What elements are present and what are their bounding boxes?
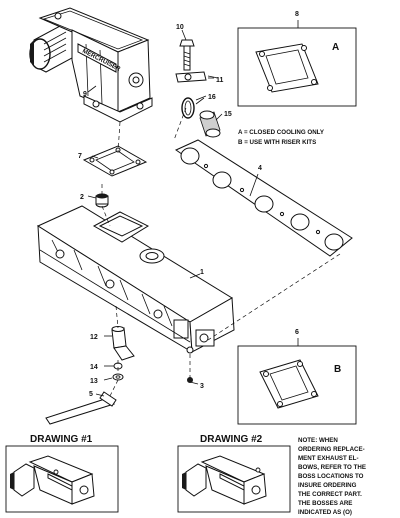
callout-leaders: [87, 29, 259, 397]
exhaust-manifold-part-1: [36, 205, 235, 354]
note-line-4: BOWS, REFER TO THE: [298, 464, 366, 471]
legend-line-b: B = USE WITH RISER KITS: [238, 139, 316, 146]
callout-1: 1: [200, 269, 204, 276]
inset-box-gasket-a: A: [237, 20, 357, 107]
callout-8: 8: [295, 11, 299, 18]
callout-2: 2: [80, 194, 84, 201]
callout-7: 7: [78, 153, 82, 160]
callout-16: 16: [208, 94, 216, 101]
plug-part-3: [187, 377, 193, 383]
callout-3: 3: [200, 383, 204, 390]
exhaust-elbow-part-9: MERCRUISER: [29, 7, 153, 123]
callout-10: 10: [176, 24, 184, 31]
drawing-1-title: DRAWING #1: [30, 434, 93, 445]
legend: A = CLOSED COOLING ONLY B = USE WITH RIS…: [238, 129, 325, 146]
inset-letter-b: B: [334, 364, 341, 375]
note-line-9: INDICATED AS (O): [298, 509, 352, 516]
cap-part-2: [95, 193, 109, 208]
drawing-2-title: DRAWING #2: [200, 434, 263, 445]
inset-letter-a: A: [332, 42, 339, 53]
note-line-7: THE CORRECT PART.: [298, 491, 362, 498]
ordering-note: NOTE: WHEN ORDERING REPLACE- MENT EXHAUS…: [298, 437, 366, 516]
drawing-2: DRAWING #2: [177, 434, 291, 513]
callout-5: 5: [89, 391, 93, 398]
callout-numbers: 1 2 3 4 5 6 7 8 9 10 11 12 13 14 15 16: [78, 11, 299, 398]
bolt-part-10: [179, 39, 195, 71]
note-line-2: ORDERING REPLACE-: [298, 446, 365, 453]
note-line-8: THE BOSSES ARE: [298, 500, 352, 507]
note-line-3: MENT EXHAUST EL-: [298, 455, 359, 462]
callout-12: 12: [90, 334, 98, 341]
inset-box-gasket-b: B: [237, 338, 357, 425]
callout-6: 6: [295, 329, 299, 336]
legend-line-a: A = CLOSED COOLING ONLY: [238, 129, 325, 136]
callout-14: 14: [90, 364, 98, 371]
sleeve-part-15: [199, 110, 221, 138]
fitting-part-12: [111, 326, 135, 361]
note-line-6: INSURE ORDERING: [298, 482, 357, 489]
clamp-part-11: [175, 71, 219, 83]
gasket-part-4: [174, 139, 353, 257]
gasket-part-7: [82, 145, 148, 177]
callout-11: 11: [216, 77, 224, 84]
hose-clamp-part-16: [181, 97, 205, 119]
assembly-lines: [101, 107, 341, 397]
callout-9: 9: [83, 91, 87, 98]
callout-13: 13: [90, 378, 98, 385]
long-bolt-part-5: [45, 391, 117, 425]
washer-part-13: [112, 373, 124, 381]
note-line-5: BOSS LOCATIONS TO: [298, 473, 364, 480]
drawing-1: DRAWING #1: [5, 434, 119, 513]
note-line-1: NOTE: WHEN: [298, 437, 338, 444]
callout-15: 15: [224, 111, 232, 118]
callout-4: 4: [258, 165, 262, 172]
